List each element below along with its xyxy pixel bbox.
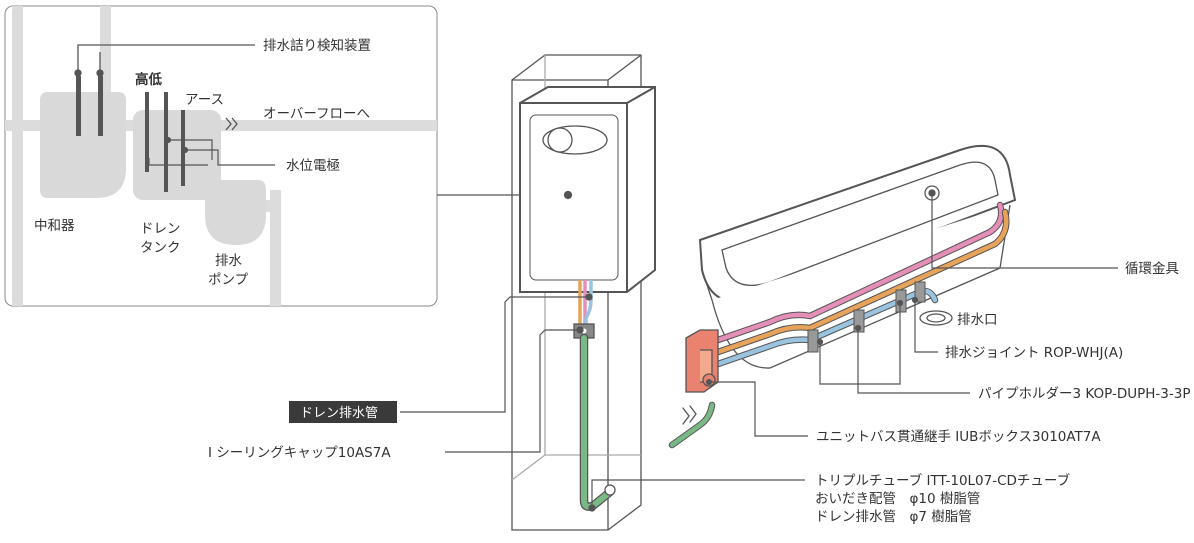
leader-pipe-holder <box>819 303 970 394</box>
label-overflow: オーバーフローへ <box>263 106 370 122</box>
label-pump-2: ポンプ <box>208 272 249 288</box>
label-drain-pipe: ドレン排水管 <box>300 406 378 421</box>
drain-pipe-green <box>579 333 615 511</box>
label-high-low: 高低 <box>135 71 162 88</box>
unit-bath-fitting <box>685 329 719 393</box>
leader-lines <box>400 193 1118 508</box>
leader-unit-bath <box>709 381 808 437</box>
label-pipe-holder: パイプホルダー3 KOP-DUPH-3-3P <box>978 386 1190 402</box>
neutralizer-shape <box>40 92 126 198</box>
label-triple-2: おいだき配管 φ10 樹脂管 <box>815 491 980 507</box>
leader-drain-pipe <box>400 296 586 413</box>
label-sealing-cap: I シーリングキャップ10AS7A <box>208 445 391 461</box>
label-electrode: 水位電極 <box>286 158 340 174</box>
leader-circulation <box>931 193 1118 269</box>
label-unit-bath: ユニットバス貫通継手 IUBボックス3010AT7A <box>816 429 1101 445</box>
drain-tank-shape <box>133 110 221 200</box>
pump-shape <box>205 180 266 245</box>
tub-rim <box>698 145 1017 303</box>
inset-panel: 排水詰り検知装置 高低 アース オーバーフローへ 水位電極 中和器 ドレン タン… <box>4 5 570 307</box>
drain-outlet <box>919 310 953 326</box>
label-triple-3: ドレン排水管 φ7 樹脂管 <box>815 509 972 525</box>
label-circulation: 循環金具 <box>1125 261 1179 277</box>
electrode-leaders <box>148 136 275 166</box>
leader-triple <box>591 479 805 508</box>
water-heater-unit <box>511 54 656 531</box>
label-drain-tank-2: タンク <box>140 240 181 256</box>
tub-pipes <box>668 201 1010 449</box>
overflow-break-icon <box>225 117 238 131</box>
label-pump-1: 排水 <box>215 253 242 269</box>
label-sensor: 排水詰り検知装置 <box>263 37 371 54</box>
label-drain-tank-1: ドレン <box>140 221 181 237</box>
drain-pipe-badge <box>289 401 397 423</box>
leader-drain-joint <box>914 300 938 353</box>
heater-body <box>519 86 656 293</box>
label-outlet: 排水口 <box>957 312 998 328</box>
label-earth: アース <box>185 92 224 108</box>
electrode-high <box>145 92 149 172</box>
label-neutralizer: 中和器 <box>34 218 75 234</box>
label-triple-1: トリプルチューブ ITT-10L07-CDチューブ <box>815 472 1071 489</box>
label-drain-joint: 排水ジョイント ROP-WHJ(A) <box>945 345 1123 361</box>
leader-sealing-cap <box>445 329 580 453</box>
